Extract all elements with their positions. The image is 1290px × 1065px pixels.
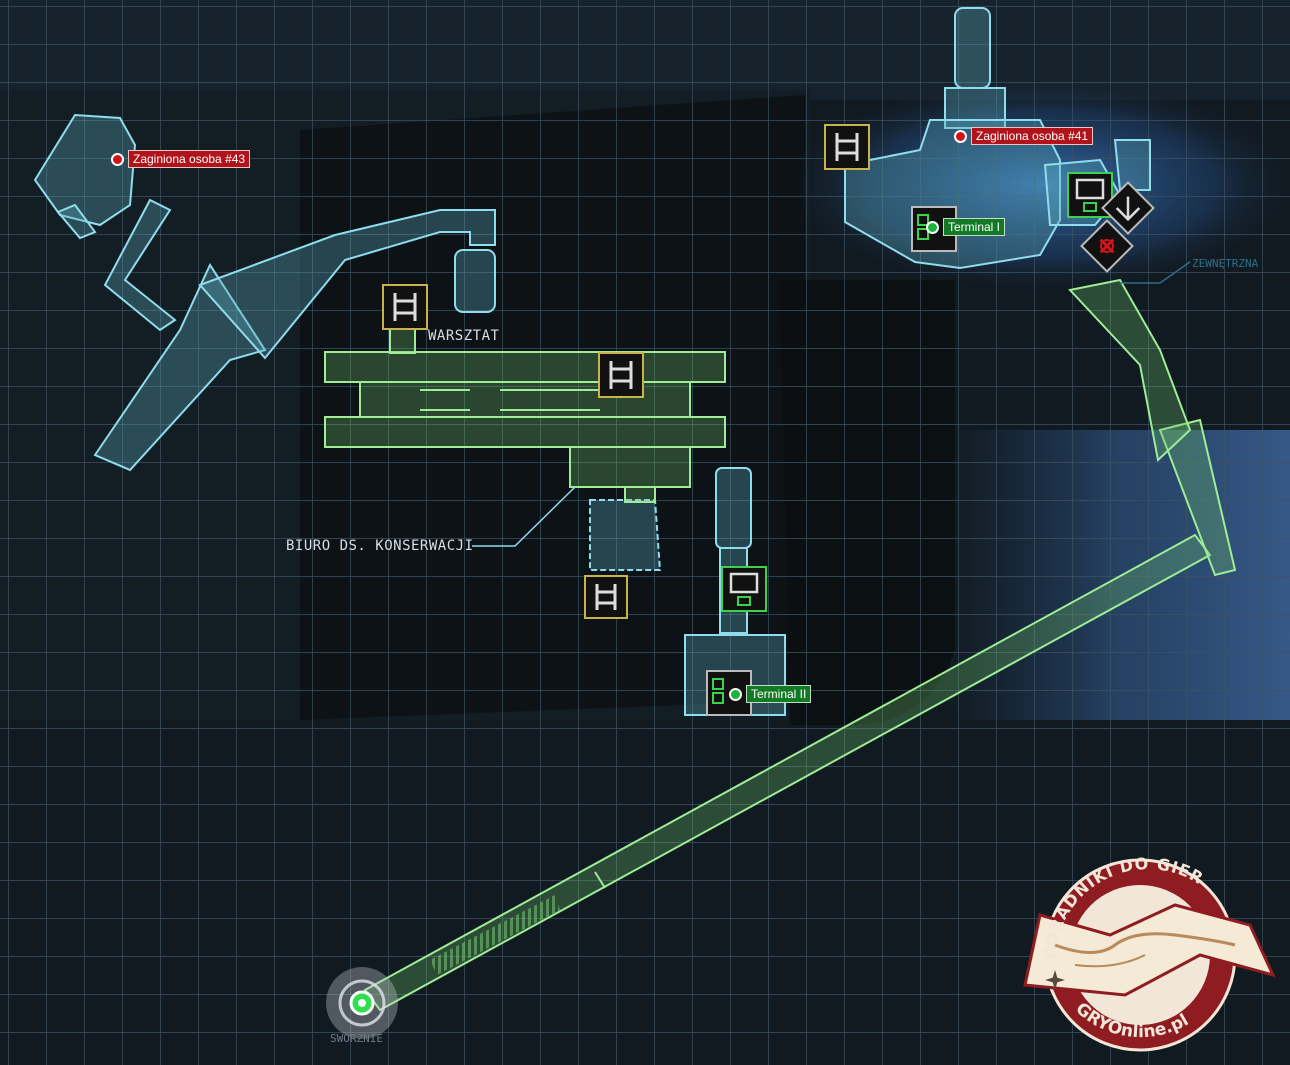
area-label-zewnetrzna: ZEWNĘTRZNA: [1192, 257, 1259, 270]
room-warsztat: [324, 351, 726, 383]
pin-dot-icon: [926, 220, 939, 234]
player-location-icon[interactable]: [326, 967, 398, 1039]
pin-label: Terminal I: [943, 218, 1006, 236]
pin-terminal-1[interactable]: Terminal I: [926, 218, 1006, 236]
room-biuro: [589, 499, 662, 571]
ladder-icon[interactable]: [824, 124, 870, 170]
pin-label: Zaginiona osoba #41: [971, 127, 1094, 145]
pin-dot-icon: [954, 129, 967, 143]
pin-terminal-2[interactable]: Terminal II: [729, 685, 812, 703]
elevator-icon[interactable]: [1101, 181, 1155, 235]
ladder-icon[interactable]: [584, 575, 628, 619]
blocked-door-icon[interactable]: [1080, 219, 1134, 273]
corridor-diagonal: [363, 533, 1212, 1012]
ladder-icon[interactable]: [382, 284, 428, 330]
room-zaginiona-43: [33, 113, 137, 227]
area-label-biuro: BIURO DS. KONSERWACJI: [286, 538, 474, 554]
compass-icon: [1045, 970, 1065, 990]
pin-label: Zaginiona osoba #43: [128, 150, 251, 168]
save-station-icon[interactable]: [721, 566, 767, 612]
room-zaginiona-41: [844, 119, 1061, 270]
gryonline-logo: PORADNIKI DO GIER GRYOnline.pl: [1015, 850, 1280, 1055]
ladder-icon[interactable]: [598, 352, 644, 398]
pin-label: Terminal II: [746, 685, 812, 703]
area-label-sworznie: SWORZNIE: [330, 1032, 383, 1045]
pin-dot-icon: [729, 687, 742, 701]
pin-zaginiona-43[interactable]: Zaginiona osoba #43: [111, 150, 251, 168]
area-label-warsztat: WARSZTAT: [428, 328, 500, 344]
pin-dot-icon: [111, 152, 124, 166]
pin-zaginiona-41[interactable]: Zaginiona osoba #41: [954, 127, 1094, 145]
ladder-segment: [430, 895, 560, 975]
